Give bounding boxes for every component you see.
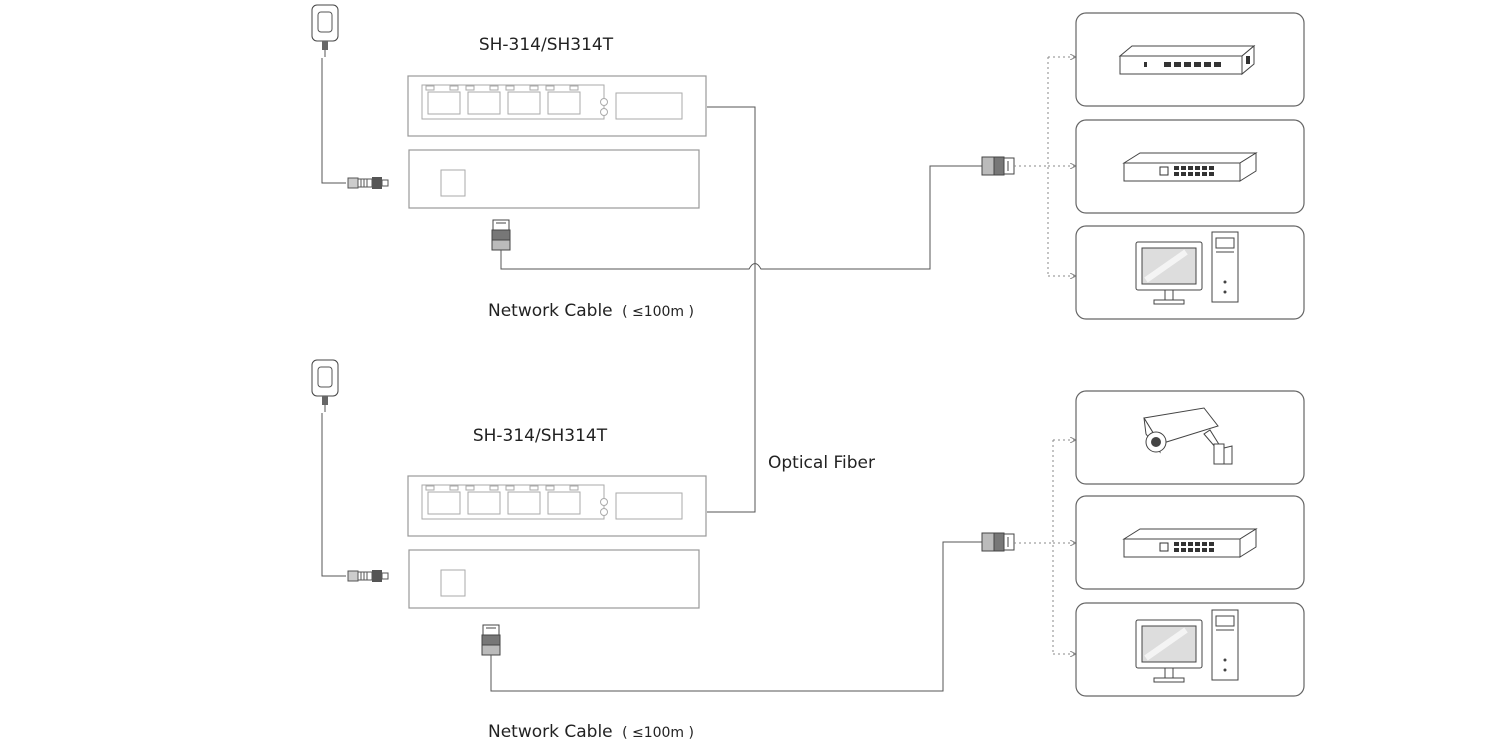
switch-icon-2 xyxy=(1123,528,1257,558)
top-dc-plug-icon xyxy=(347,176,389,190)
top-unit-label: SH-314/SH314T xyxy=(479,35,614,55)
optical-fiber-label: Optical Fiber xyxy=(768,453,875,473)
bottom-dotted-trunk xyxy=(1014,440,1054,654)
bottom-power-wire xyxy=(321,413,346,577)
bottom-dc-plug-icon xyxy=(347,569,389,583)
router-icon xyxy=(1119,45,1255,75)
top-power-adapter-icon xyxy=(311,4,339,58)
top-cable-limit: ( ≤100m ) xyxy=(622,304,694,320)
optical-fiber-line xyxy=(707,106,756,513)
bottom-cable-limit: ( ≤100m ) xyxy=(622,725,694,741)
top-unit-front-panel xyxy=(407,75,707,137)
switch-icon xyxy=(1123,152,1257,182)
bottom-rj45-plug-icon xyxy=(481,624,501,656)
top-rj45-end-icon xyxy=(981,156,1015,176)
top-dotted-trunk xyxy=(1014,57,1049,276)
bottom-cable-label: Network Cable ( ≤100m ) xyxy=(488,722,694,742)
bottom-unit-front-panel xyxy=(407,475,707,537)
top-cable-label: Network Cable ( ≤100m ) xyxy=(488,301,694,321)
bottom-unit-rear-panel xyxy=(408,549,700,609)
top-power-wire xyxy=(321,58,346,184)
bottom-device-box-1 xyxy=(1075,390,1305,485)
top-rj45-plug-icon xyxy=(491,219,511,251)
bottom-rj45-end-icon xyxy=(981,532,1015,552)
bottom-unit-label: SH-314/SH314T xyxy=(473,426,608,446)
top-network-cable xyxy=(500,165,982,270)
top-cable-text: Network Cable xyxy=(488,301,613,321)
bottom-cable-text: Network Cable xyxy=(488,722,613,742)
top-unit-rear-panel xyxy=(408,149,700,209)
bottom-network-cable xyxy=(490,541,982,692)
bottom-power-adapter-icon xyxy=(311,359,339,413)
